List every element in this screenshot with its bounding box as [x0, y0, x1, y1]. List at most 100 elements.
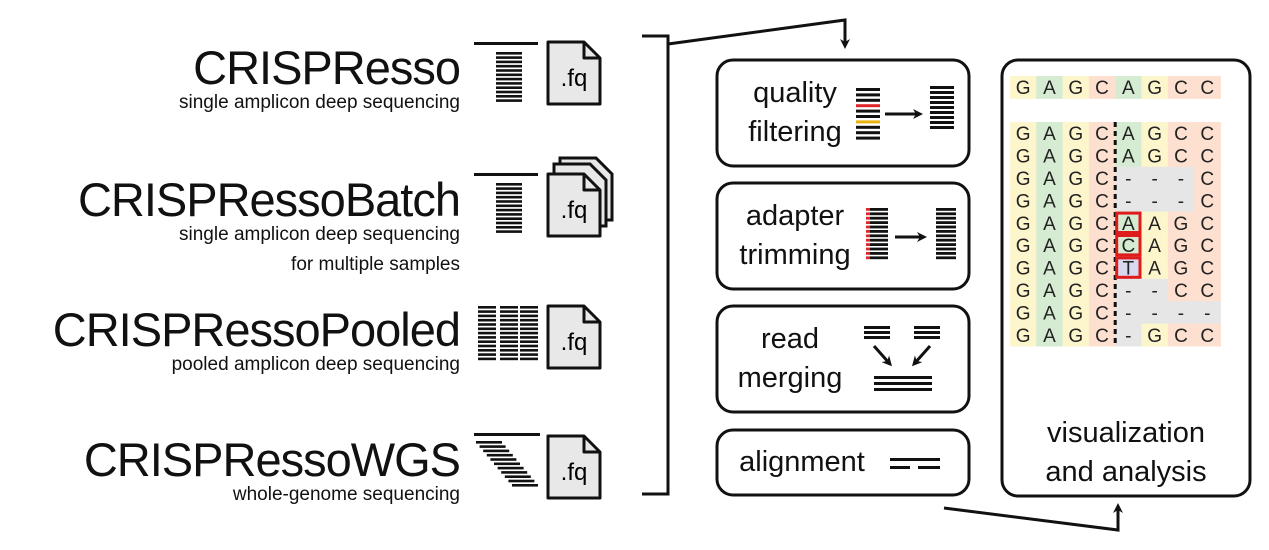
alignment-cell: [1062, 211, 1090, 235]
base-letter: G: [1016, 124, 1031, 145]
read-bar: [520, 349, 538, 352]
base-letter: C: [1174, 147, 1188, 168]
alignment-cell: [1194, 234, 1221, 257]
base-letter: G: [1016, 169, 1031, 190]
read-bar: [936, 212, 956, 216]
reference-line: [474, 173, 538, 176]
read-bar: [870, 234, 888, 238]
read-bar: [930, 111, 954, 114]
step-adapter-trimming-label: adapter trimming: [722, 197, 868, 275]
read-bar: [504, 475, 531, 478]
base-letter: -: [1125, 191, 1131, 212]
alignment-cell: [1088, 166, 1116, 190]
alignment-cell: [1167, 234, 1195, 257]
step-label-line2: trimming: [739, 239, 851, 271]
read-bar: [520, 357, 538, 361]
base-letter: G: [1068, 236, 1083, 257]
read-bar: [496, 73, 522, 77]
read-bar: [870, 230, 888, 233]
single-read-stack-icon: [474, 42, 538, 102]
alignment-cell: [1036, 189, 1064, 213]
alignment-cell: [1088, 323, 1116, 347]
base-letter: -: [1125, 326, 1131, 347]
base-letter: A: [1043, 191, 1056, 212]
base-letter: C: [1095, 169, 1109, 190]
wgs-staggered-reads-icon: [474, 433, 540, 487]
step-label-line1: read: [760, 323, 820, 355]
fastq-file-icon: .fq: [546, 40, 602, 106]
alignment-cell: [1036, 211, 1064, 235]
alignment-cell: [1167, 323, 1195, 347]
read-bar: [496, 221, 522, 225]
read-bar: [930, 121, 954, 124]
read-bar: [930, 91, 954, 94]
read-bar: [512, 484, 538, 487]
base-letter: C: [1174, 124, 1188, 145]
read-bar: [930, 86, 954, 89]
adapter-segment: [866, 238, 870, 242]
read-bar: [856, 104, 880, 108]
alignment-cell: [1036, 166, 1064, 190]
read-bar: [856, 125, 880, 129]
base-letter: G: [1147, 326, 1162, 347]
reference-line: [474, 42, 538, 45]
base-letter: A: [1043, 147, 1056, 168]
read-bar: [500, 344, 518, 348]
read-bar: [500, 310, 518, 313]
read-bar: [874, 388, 932, 391]
step-quality-filtering-label: quality filtering: [722, 74, 868, 152]
read-bar: [520, 336, 538, 339]
alignment-cell: [1115, 256, 1142, 280]
base-letter: C: [1200, 78, 1214, 99]
base-letter: C: [1200, 281, 1214, 302]
base-letter: A: [1122, 78, 1135, 99]
read-bar: [490, 458, 517, 461]
base-letter: G: [1068, 147, 1083, 168]
alignment-cell: [1010, 301, 1037, 325]
read-bar: [500, 318, 518, 322]
alignment-cell: [1010, 189, 1037, 213]
base-letter: G: [1068, 259, 1083, 280]
read-bar: [496, 69, 522, 72]
base-letter: C: [1095, 326, 1109, 347]
read-bar: [496, 90, 522, 94]
read-bar: [478, 331, 496, 335]
step-label-line1: adapter: [745, 200, 845, 232]
tool-crispresso-pooled: CRISPRessoPooled pooled amplicon deep se…: [53, 306, 461, 377]
reference-bar: [890, 458, 940, 461]
read-bar: [856, 136, 880, 140]
alignment-cell: [1194, 211, 1221, 235]
alignment-cell: [1010, 166, 1037, 190]
base-letter: G: [1147, 78, 1162, 99]
alignment-cell: [1194, 144, 1221, 168]
base-letter: -: [1178, 303, 1184, 324]
read-bar: [520, 323, 538, 326]
base-letter: A: [1043, 303, 1056, 324]
read-bar: [496, 200, 522, 203]
read-bar: [520, 310, 538, 313]
base-letter: T: [1123, 259, 1135, 280]
fastq-file-icon: .fq: [546, 304, 602, 370]
step-read-merging-label: read merging: [722, 320, 858, 398]
base-letter: A: [1043, 169, 1056, 190]
base-letter: C: [1200, 147, 1214, 168]
tool-subtitle: single amplicon deep sequencing: [179, 92, 460, 113]
read-bar: [478, 353, 496, 356]
base-letter: C: [1174, 281, 1188, 302]
read-bar: [496, 99, 522, 102]
adapter-segment: [866, 225, 870, 229]
base-letter: -: [1125, 281, 1131, 302]
read-bar: [520, 344, 538, 348]
base-letter: G: [1016, 236, 1031, 257]
alignment-cell: [1115, 211, 1142, 235]
adapter-segment: [866, 208, 870, 211]
substitution-highlight: [1115, 234, 1142, 257]
read-bar: [500, 306, 518, 309]
alignment-cell: [1141, 189, 1169, 213]
read-bar: [930, 116, 954, 119]
alignment-cell: [1194, 122, 1221, 145]
alignment-cell: [1036, 323, 1064, 347]
base-letter: C: [1174, 326, 1188, 347]
adapter-segment: [866, 256, 870, 260]
